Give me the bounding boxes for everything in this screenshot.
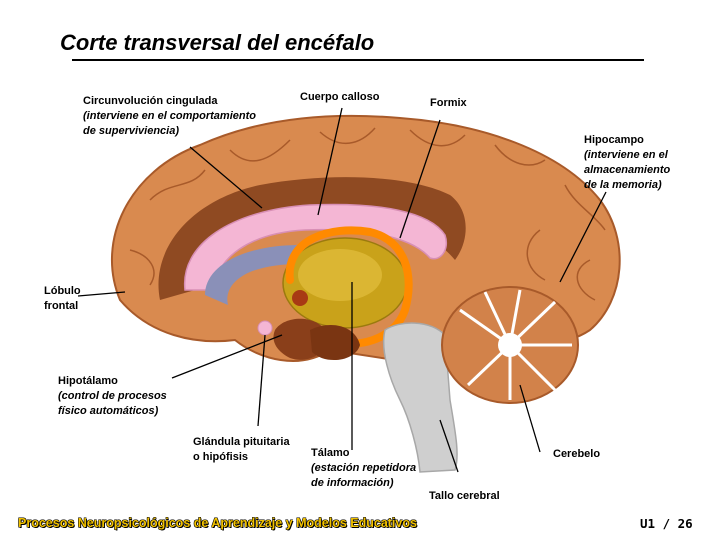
label-hippocampus: Hipocampo (interviene en el almacenamien…: [584, 133, 670, 193]
label-cingulate-gyrus: Circunvolución cingulada (interviene en …: [83, 94, 256, 139]
label-fornix: Formix: [430, 96, 467, 111]
pituitary-line-1: Glándula pituitaria: [193, 436, 290, 448]
label-cerebellum: Cerebelo: [553, 447, 600, 462]
fornix-ring: [285, 226, 413, 348]
label-corpus-callosum: Cuerpo calloso: [300, 90, 379, 105]
fornix-name: Formix: [430, 97, 467, 109]
cingulate-note-2: de superviviencia): [83, 125, 179, 137]
thalamus-name: Tálamo: [311, 447, 350, 459]
pituitary-gland: [257, 320, 273, 336]
cingulate-note-1: (interviene en el comportamiento: [83, 110, 256, 122]
hippocampus-name: Hipocampo: [584, 134, 644, 146]
footer-course-title: Procesos Neuropsicológicos de Aprendizaj…: [18, 516, 417, 530]
leader-lines: [77, 107, 607, 473]
thalamus-note-1: (estación repetidora: [311, 462, 417, 474]
frontal-line-2: frontal: [44, 300, 79, 312]
title-underline: [72, 59, 644, 61]
hypothalamus-note-1: (control de procesos: [58, 390, 167, 402]
frontal-line-1: Lóbulo: [44, 285, 81, 297]
corpus-name: Cuerpo calloso: [300, 91, 380, 103]
pituitary-line-2: o hipófisis: [193, 451, 248, 463]
cerebellum-name: Cerebelo: [553, 448, 601, 460]
hippocampus-note-1: (interviene en el: [584, 149, 668, 161]
label-brainstem: Tallo cerebral: [429, 489, 500, 504]
hypothalamus-name: Hipotálamo: [58, 375, 118, 387]
cingulate-name: Circunvolución cingulada: [83, 95, 218, 107]
hippocampus-note-3: de la memoria): [584, 179, 662, 191]
cerebellum: [441, 286, 579, 404]
label-hypothalamus: Hipotálamo (control de procesos físico a…: [58, 374, 167, 419]
label-frontal-lobe: Lóbulo frontal: [44, 284, 81, 314]
slide-title: Corte transversal del encéfalo: [60, 30, 375, 55]
label-pituitary: Glándula pituitaria o hipófisis: [193, 435, 290, 465]
label-thalamus: Tálamo (estación repetidora de informaci…: [311, 446, 416, 491]
footer-page-number: U1 / 26: [640, 516, 693, 531]
corpus-callosum: [184, 203, 447, 291]
brainstem: [382, 322, 458, 473]
cortex-folds: [129, 127, 606, 301]
thalamus-note-2: de información): [311, 477, 394, 489]
brainstem-name: Tallo cerebral: [429, 490, 500, 502]
hypothalamus-note-2: físico automáticos): [58, 405, 159, 417]
hippocampus-note-2: almacenamiento: [584, 164, 671, 176]
